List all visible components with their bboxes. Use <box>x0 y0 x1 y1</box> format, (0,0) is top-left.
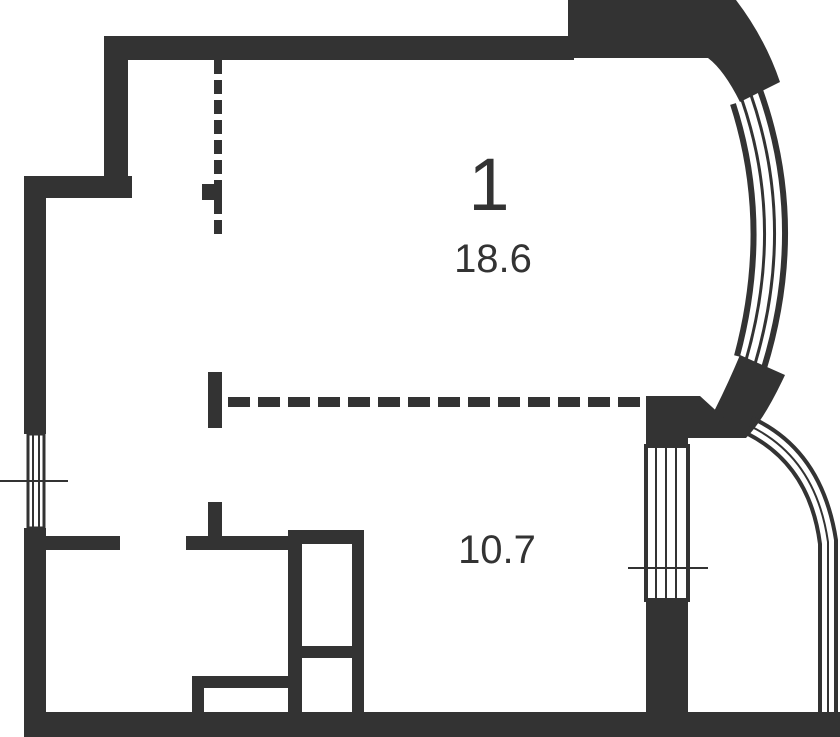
curved-window-line-1 <box>749 94 777 365</box>
wall-top <box>104 36 574 60</box>
wall-bath-top-left <box>186 536 296 550</box>
wall-kitchen-left <box>46 536 120 550</box>
room-number: 1 <box>468 143 509 226</box>
balcony-arc-inner <box>747 432 822 720</box>
wall-column <box>646 396 746 446</box>
room-area-kitchen: 10.7 <box>458 528 536 572</box>
balcony-arc-outer <box>751 416 838 720</box>
dashed-boundaries <box>214 60 644 407</box>
wall-bath-right <box>352 530 364 720</box>
wall-left-step <box>24 176 132 198</box>
partition-stub-mid <box>208 372 222 428</box>
wall-top-left-vertical <box>104 36 128 196</box>
wall-closet-left <box>192 676 204 720</box>
wall-bath-inner-left <box>288 530 302 720</box>
wall-top-right-block <box>568 0 780 102</box>
room-area-living: 18.6 <box>454 237 532 281</box>
balcony-arc-line <box>749 425 829 720</box>
wall-left-upper <box>24 176 46 434</box>
curved-window <box>730 88 789 369</box>
wall-bath-mid <box>288 646 364 658</box>
curved-window-line-2 <box>740 99 767 361</box>
left-window <box>0 432 68 530</box>
wall-bath-outer <box>288 530 364 544</box>
wall-column-lower <box>646 600 688 720</box>
balcony-window <box>628 444 708 602</box>
wall-bottom <box>24 712 840 737</box>
balcony-glazing <box>747 416 838 720</box>
walls <box>24 0 840 737</box>
curved-window-outer <box>757 88 789 369</box>
wall-left-lower <box>24 528 46 737</box>
wall-closet-top <box>192 676 300 688</box>
curved-window-inner <box>730 103 757 357</box>
wall-bath-top-stub <box>208 502 222 540</box>
